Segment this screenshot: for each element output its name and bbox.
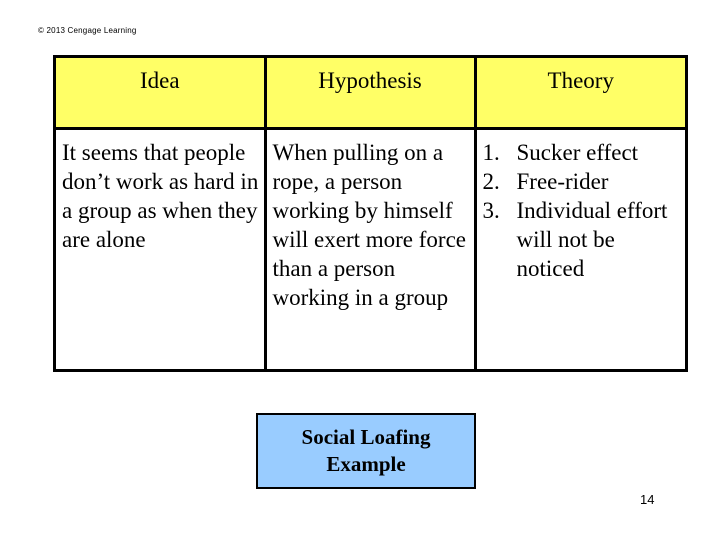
header-cell-idea: Idea	[56, 58, 267, 130]
list-item-text: Free-rider	[516, 169, 609, 194]
callout-text: Social Loafing Example	[302, 424, 431, 478]
list-item-number: 1.	[482, 140, 500, 165]
body-cell-theory: 1. Sucker effect 2. Free-rider 3. Indivi…	[475, 128, 686, 369]
list-item: 1. Sucker effect	[477, 138, 682, 167]
body-text-hypothesis: When pulling on a rope, a person working…	[272, 140, 467, 310]
concept-table-grid: Idea Hypothesis Theory It seems that peo…	[56, 58, 685, 369]
callout-line-1: Social Loafing	[301, 425, 431, 449]
list-item-number: 3.	[482, 198, 500, 223]
header-label-hypothesis: Hypothesis	[318, 68, 422, 93]
callout-line-2: Example	[326, 452, 406, 476]
table-header-row: Idea Hypothesis Theory	[56, 58, 685, 130]
body-text-idea: It seems that people don’t work as hard …	[62, 140, 259, 252]
page-number: 14	[640, 492, 655, 507]
list-item-text: Individual effort will not be noticed	[516, 198, 668, 281]
body-cell-hypothesis: When pulling on a rope, a person working…	[265, 128, 477, 369]
copyright-notice: © 2013 Cengage Learning	[38, 26, 137, 35]
social-loafing-callout: Social Loafing Example	[256, 413, 476, 489]
table-body-row: It seems that people don’t work as hard …	[56, 128, 686, 369]
list-item-number: 2.	[482, 169, 500, 194]
header-label-theory: Theory	[547, 68, 614, 93]
list-item-text: Sucker effect	[516, 140, 639, 165]
header-cell-theory: Theory	[475, 58, 685, 130]
header-cell-hypothesis: Hypothesis	[265, 58, 477, 130]
header-label-idea: Idea	[139, 68, 180, 93]
concept-table: Idea Hypothesis Theory It seems that peo…	[53, 55, 688, 372]
list-item: 3. Individual effort will not be noticed	[477, 196, 682, 283]
list-item: 2. Free-rider	[477, 167, 682, 196]
theory-numbered-list: 1. Sucker effect 2. Free-rider 3. Indivi…	[477, 130, 686, 283]
body-cell-idea: It seems that people don’t work as hard …	[56, 128, 267, 369]
